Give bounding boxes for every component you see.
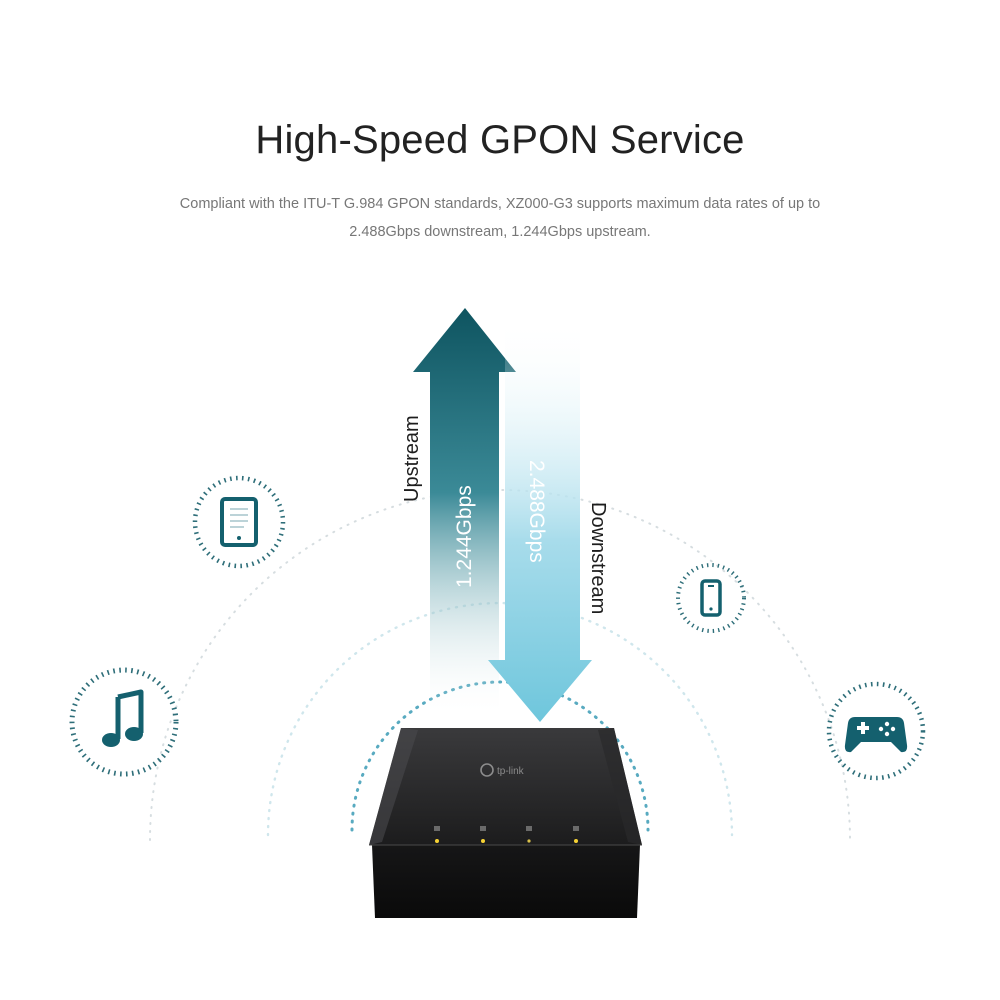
downstream-arrow: 2.488Gbps Downstream (488, 318, 609, 722)
status-leds (434, 826, 579, 843)
upstream-label: Upstream (401, 415, 423, 502)
router-front (372, 845, 640, 918)
page-title: High-Speed GPON Service (255, 118, 745, 162)
page-description: Compliant with the ITU-T G.984 GPON stan… (179, 196, 821, 240)
smartphone-icon (676, 563, 746, 633)
router-device: tp-link (369, 728, 642, 918)
tablet-icon (192, 475, 286, 569)
signal-arcs (149, 489, 851, 841)
tp-link-logo: tp-link (480, 763, 525, 777)
middle-arc (266, 601, 734, 837)
router-top (369, 728, 642, 845)
upstream-rate: 1.244Gbps (453, 485, 476, 588)
downstream-label: Downstream (587, 502, 609, 614)
svg-text:tp-link: tp-link (497, 766, 525, 777)
music-note-icon (69, 667, 179, 777)
gamepad-icon (826, 681, 926, 781)
inner-arc (350, 680, 650, 832)
downstream-rate: 2.488Gbps (525, 460, 548, 563)
upstream-arrow: Upstream 1.244Gbps (401, 308, 516, 718)
